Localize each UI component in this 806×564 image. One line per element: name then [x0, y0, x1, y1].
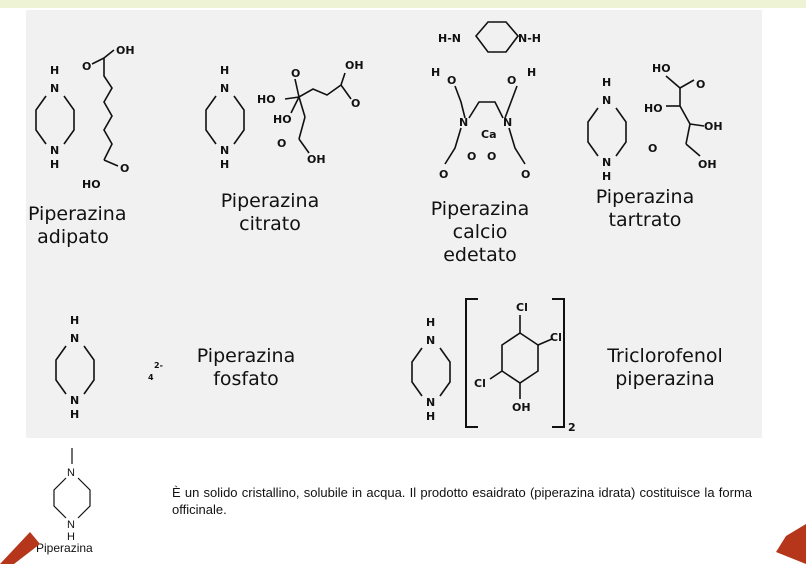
- piperazine-structure-edetato: H-N N-H: [438, 21, 541, 53]
- top-strip: [0, 0, 806, 8]
- svg-text:H: H: [70, 314, 79, 327]
- svg-text:OH: OH: [345, 59, 364, 72]
- svg-text:2-: 2-: [154, 361, 163, 370]
- label-tartrato: Piperazina tartrato: [595, 186, 695, 231]
- svg-text:HO: HO: [82, 178, 101, 191]
- svg-text:H: H: [67, 531, 75, 543]
- tartaric-acid-structure: HO O HO OH O OH: [644, 62, 723, 171]
- svg-text:H: H: [431, 66, 440, 79]
- piperazine-structure-tartrato: H N N H: [587, 76, 627, 183]
- structures-panel: [26, 10, 762, 438]
- svg-text:N: N: [459, 116, 468, 129]
- piperazine-structure-citrato: H N N H: [205, 64, 245, 171]
- svg-text:Cl: Cl: [516, 301, 528, 314]
- svg-text:Ca: Ca: [481, 128, 497, 141]
- svg-text:O: O: [439, 168, 448, 181]
- svg-text:N: N: [70, 332, 79, 345]
- svg-text:O: O: [120, 162, 129, 175]
- adipic-acid-structure: OH O O HO: [82, 44, 135, 191]
- svg-text:O: O: [487, 150, 496, 163]
- piperazine-structure-triclorofenol: H N N H: [411, 316, 451, 423]
- svg-text:H: H: [426, 316, 435, 329]
- svg-text:N: N: [503, 116, 512, 129]
- piperazine-structure-fosfato: H N N H: [55, 314, 95, 421]
- svg-text:N: N: [50, 144, 59, 157]
- svg-text:N: N: [426, 334, 435, 347]
- svg-text:OH: OH: [512, 401, 531, 414]
- svg-text:O: O: [467, 150, 476, 163]
- caption-piperazina: Piperazina: [36, 541, 93, 555]
- svg-text:N: N: [602, 156, 611, 169]
- calcium-edetate-structure: H O H O N N Ca O O O O: [431, 66, 536, 181]
- svg-text:4: 4: [148, 373, 154, 382]
- svg-text:O: O: [521, 168, 530, 181]
- svg-text:HO: HO: [644, 102, 663, 115]
- svg-text:N: N: [70, 394, 79, 407]
- citric-acid-structure: OH O O HO HO O OH: [257, 59, 364, 166]
- svg-text:HO: HO: [273, 113, 292, 126]
- svg-text:H: H: [50, 64, 59, 77]
- svg-text:O: O: [277, 137, 286, 150]
- piperazine-structure-adipato: H N N H: [35, 64, 75, 171]
- svg-text:H: H: [70, 408, 79, 421]
- svg-text:Cl: Cl: [550, 331, 562, 344]
- svg-text:OH: OH: [704, 120, 723, 133]
- svg-text:H: H: [220, 158, 229, 171]
- piperazine-base-structure: N N H: [53, 448, 91, 543]
- svg-text:O: O: [351, 97, 360, 110]
- svg-text:O: O: [82, 60, 91, 73]
- svg-text:HO: HO: [652, 62, 671, 75]
- svg-text:O: O: [696, 78, 705, 91]
- label-fosfato: Piperazina fosfato: [196, 345, 296, 390]
- corner-decoration-left: [0, 532, 40, 564]
- description-text: È un solido cristallino, solubile in acq…: [172, 485, 752, 517]
- svg-text:O: O: [447, 74, 456, 87]
- svg-text:N: N: [602, 94, 611, 107]
- svg-text:N: N: [50, 82, 59, 95]
- label-triclorofenol: Triclorofenol piperazina: [607, 345, 723, 390]
- svg-text:H: H: [602, 170, 611, 183]
- svg-text:O: O: [648, 142, 657, 155]
- hydrogen-phosphate-ion: 4 2-: [148, 361, 163, 382]
- svg-text:OH: OH: [307, 153, 326, 166]
- label-citrato: Piperazina citrato: [220, 190, 320, 235]
- svg-text:H: H: [527, 66, 536, 79]
- svg-text:2: 2: [568, 421, 576, 434]
- svg-text:HO: HO: [257, 93, 276, 106]
- trichlorophenol-bracket-structure: Cl Cl Cl OH 2: [465, 298, 576, 434]
- svg-text:H: H: [426, 410, 435, 423]
- label-adipato: Piperazina adipato: [28, 203, 127, 248]
- svg-text:N: N: [220, 82, 229, 95]
- svg-text:N: N: [220, 144, 229, 157]
- svg-text:N: N: [67, 519, 75, 531]
- svg-text:H: H: [220, 64, 229, 77]
- svg-text:OH: OH: [116, 44, 135, 57]
- svg-text:H: H: [50, 158, 59, 171]
- corner-decoration-right: [776, 524, 806, 564]
- svg-text:N: N: [426, 396, 435, 409]
- svg-text:OH: OH: [698, 158, 717, 171]
- svg-text:H: H: [602, 76, 611, 89]
- svg-text:H-N: H-N: [438, 32, 461, 45]
- svg-text:Cl: Cl: [474, 377, 486, 390]
- svg-text:N-H: N-H: [518, 32, 541, 45]
- svg-text:O: O: [507, 74, 516, 87]
- svg-text:N: N: [67, 467, 75, 479]
- label-calcio-edetato: Piperazina calcio edetato: [430, 198, 530, 266]
- svg-text:O: O: [291, 67, 300, 80]
